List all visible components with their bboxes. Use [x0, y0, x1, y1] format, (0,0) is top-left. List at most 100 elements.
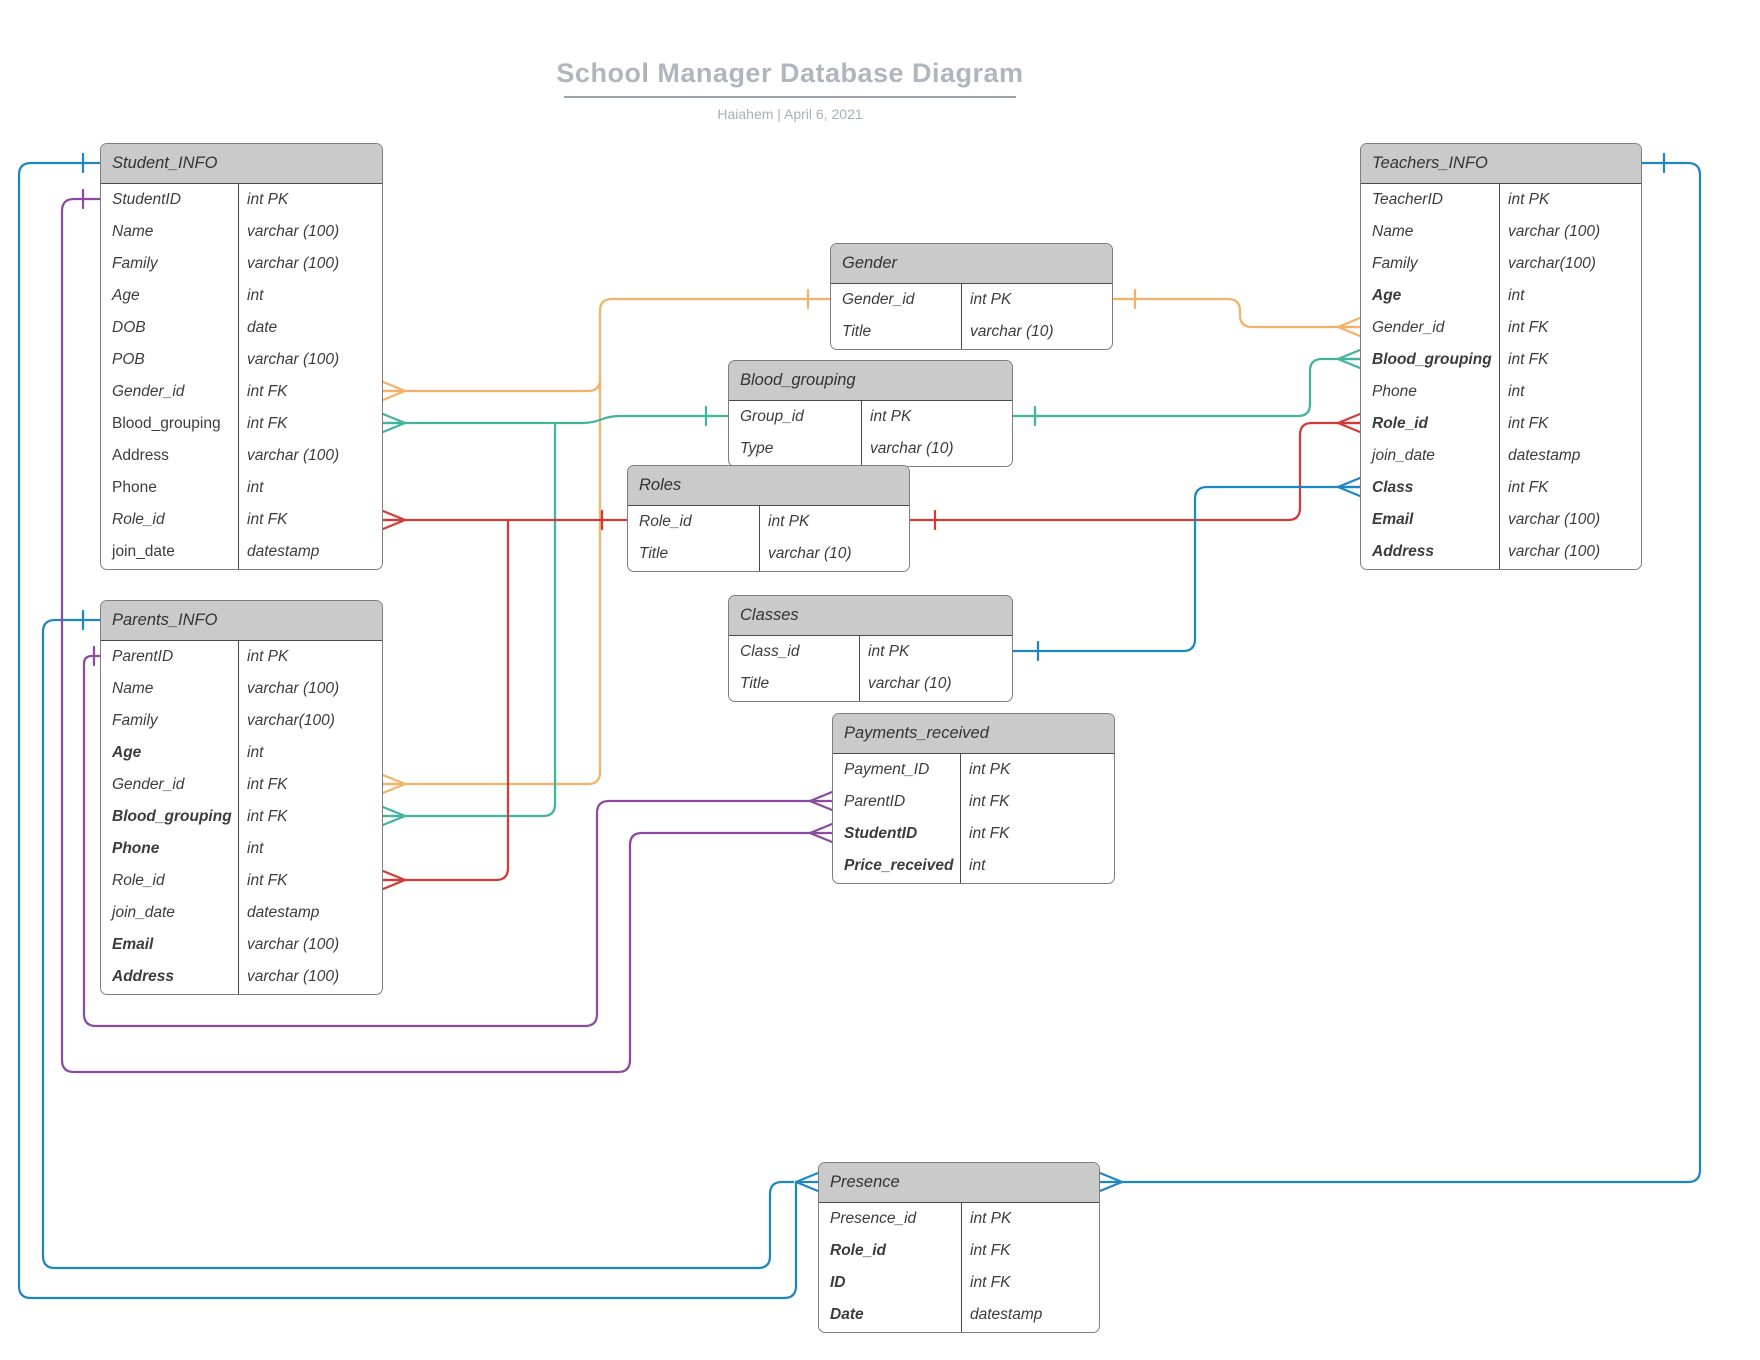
table-header[interactable]: Roles — [628, 466, 909, 506]
edge-gender-student[interactable] — [383, 297, 830, 393]
table-header[interactable]: Teachers_INFO — [1361, 144, 1641, 184]
table-header[interactable]: Blood_grouping — [729, 361, 1012, 401]
edge-gender-teachers[interactable] — [1113, 297, 1360, 329]
field-row[interactable]: StudentID int FK — [833, 818, 1114, 850]
field-type: int PK — [247, 191, 289, 208]
edge-gender-parents[interactable] — [383, 380, 602, 786]
edge-roles-teachers[interactable] — [910, 421, 1360, 522]
field-type: int FK — [247, 383, 288, 400]
table-header[interactable]: Payments_received — [833, 714, 1114, 754]
edge-blood-teachers[interactable] — [1013, 357, 1360, 418]
title-underline — [564, 96, 1016, 98]
table-header[interactable]: Gender — [831, 244, 1112, 284]
edge-blood-parents[interactable] — [383, 423, 557, 818]
crow-foot-teachers-presence — [1098, 1171, 1124, 1184]
edge-classes-teachers[interactable] — [1013, 485, 1360, 653]
field-name: StudentID — [844, 825, 918, 842]
crow-foot-gender-student — [381, 380, 407, 393]
column-divider — [238, 641, 239, 994]
field-type: int FK — [969, 825, 1010, 842]
table-header[interactable]: Classes — [729, 596, 1012, 636]
field-name: Family — [1372, 255, 1418, 272]
table-header[interactable]: Student_INFO — [101, 144, 382, 184]
field-name: POB — [112, 351, 145, 368]
edge-parents-presence[interactable] — [41, 618, 794, 1270]
column-divider — [961, 284, 962, 349]
field-type: int — [969, 857, 986, 874]
table-header[interactable]: Parents_INFO — [101, 601, 382, 641]
field-name: Title — [740, 675, 770, 692]
edge-teachers-presence[interactable] — [1122, 161, 1702, 1184]
edge-student-presence[interactable] — [17, 161, 798, 1300]
field-type: int PK — [969, 761, 1011, 778]
crow-foot-teachers-presence — [1098, 1180, 1124, 1193]
edge-blood-student[interactable] — [383, 414, 728, 425]
crow-foot-gender-parents — [381, 782, 407, 795]
edge-student-payments[interactable] — [60, 197, 810, 1074]
crow-foot-blood-student — [381, 421, 407, 434]
edge-parents-payments[interactable] — [82, 654, 810, 1028]
table-header[interactable]: Presence — [819, 1163, 1099, 1203]
edge-roles-parents[interactable] — [383, 520, 510, 882]
